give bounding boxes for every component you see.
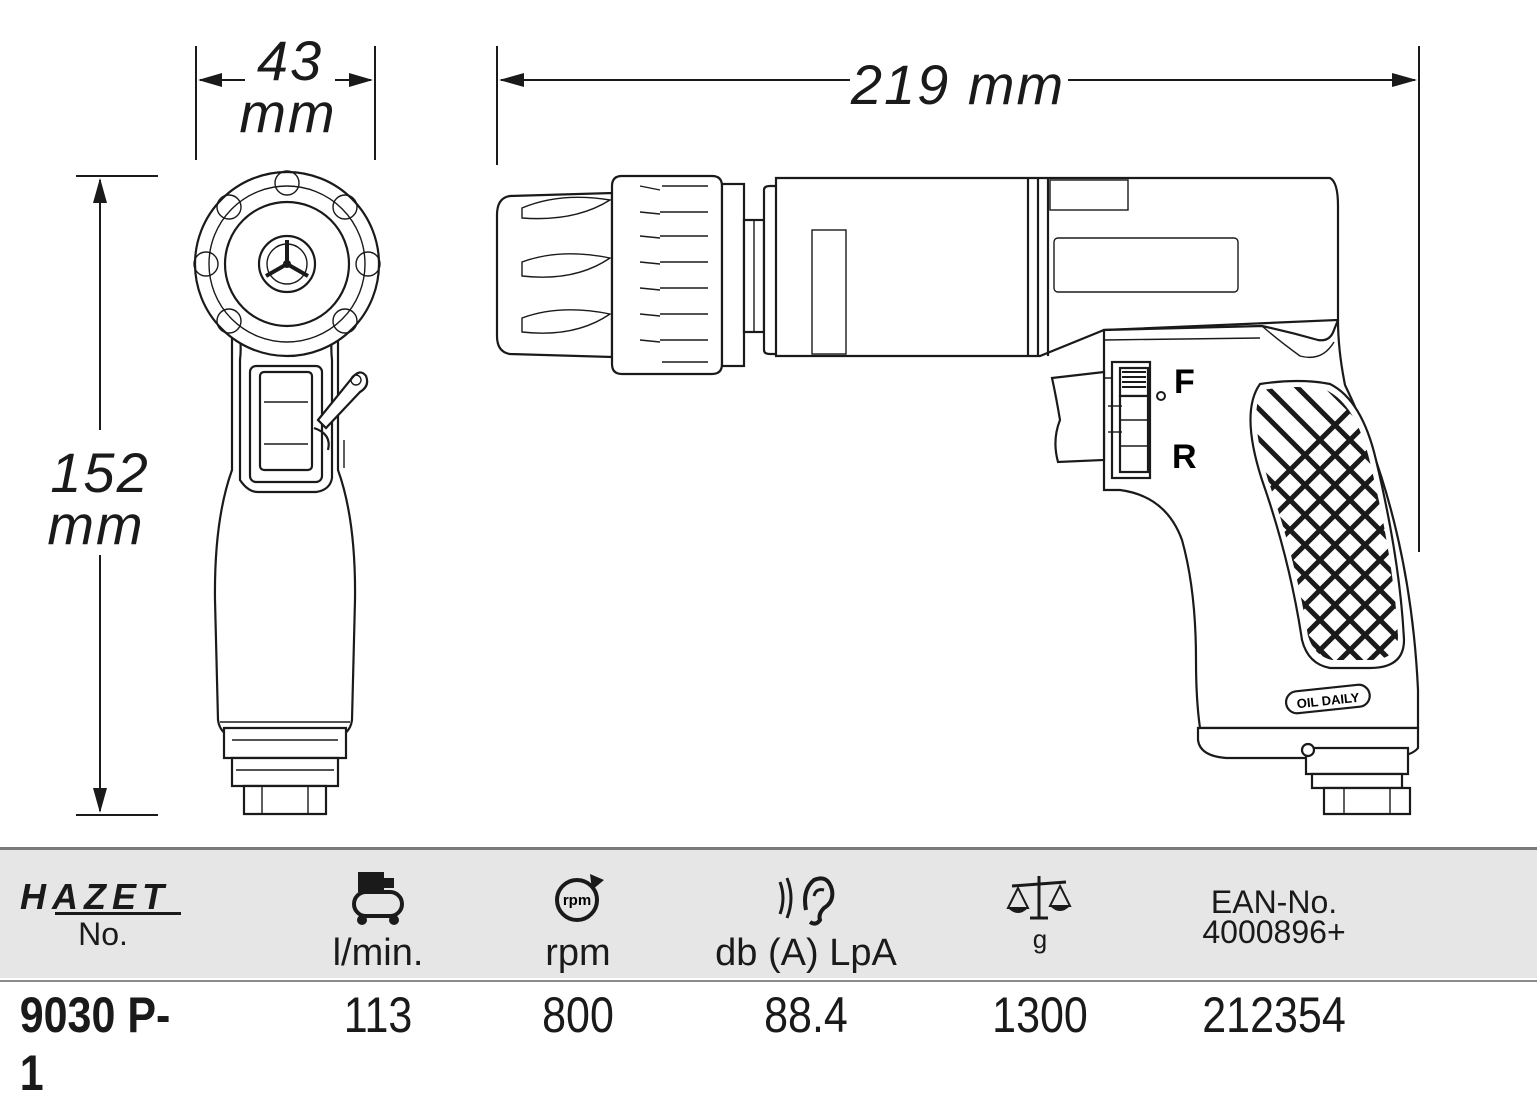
front-view [193, 170, 381, 816]
brand-logo: HAZET [20, 876, 170, 917]
length-value: 219 mm [850, 53, 1065, 116]
header-ean-prefix: 4000896+ [1202, 914, 1346, 950]
cell-speed: 800 [542, 987, 614, 1043]
header-speed: rpm [545, 932, 611, 974]
oil-daily-text: OIL DAILY [1296, 690, 1360, 712]
height-unit: mm [47, 493, 144, 556]
technical-drawing: 43 mm 152 mm 219 mm [47, 29, 1420, 816]
width-dimension: 43 mm [195, 29, 376, 160]
rotation-icon: rpm [555, 874, 604, 922]
cell-ean: 212354 [1202, 987, 1346, 1043]
ear-icon [778, 876, 835, 926]
oil-daily-label: OIL DAILY [1284, 683, 1371, 715]
cell-noise: 88.4 [764, 987, 848, 1043]
forward-label: F [1174, 363, 1195, 401]
height-value: 152 [50, 441, 149, 504]
table-row: 9030 P-1 113 800 88.4 1300 212354 [0, 980, 1537, 1101]
rotation-icon-text: rpm [563, 892, 591, 909]
compressor-icon [352, 872, 404, 925]
cell-no: 9030 P-1 [19, 987, 171, 1101]
cell-weight: 1300 [992, 987, 1088, 1043]
header-weight: g [1032, 924, 1048, 954]
scale-icon [1006, 876, 1072, 920]
header-no: No. [78, 916, 128, 952]
cell-air: 113 [343, 987, 413, 1043]
header-noise: db (A) LpA [715, 932, 897, 974]
spec-table: HAZET No. l/min. rpm rpm db (A) LpA [0, 847, 1537, 1101]
width-unit: mm [239, 81, 336, 144]
brand-logo-underline [55, 912, 181, 915]
spec-table-header: HAZET No. l/min. rpm rpm db (A) LpA [0, 850, 1537, 978]
width-value: 43 [257, 29, 323, 92]
reverse-label: R [1172, 438, 1197, 476]
header-ean-title: EAN-No. [1210, 884, 1338, 920]
side-view: OIL DAILY F R [495, 174, 1420, 816]
height-dimension: 152 mm [47, 175, 158, 816]
length-dimension: 219 mm [496, 46, 1420, 552]
header-air: l/min. [332, 932, 424, 974]
